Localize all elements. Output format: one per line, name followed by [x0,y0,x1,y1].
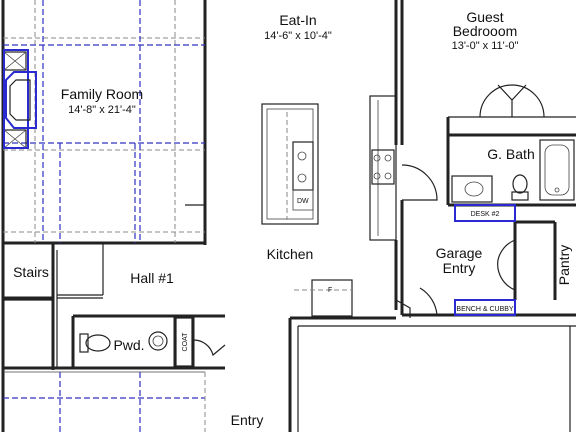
stairs [3,250,103,368]
hall-name: Hall #1 [130,270,174,286]
guest-bedroom-dims: 13'-0" x 11'-0" [452,40,519,52]
kitchen-name: Kitchen [267,246,314,262]
powder-fixtures [79,317,193,367]
entry-name: Entry [231,412,264,428]
fridge-label: F [328,287,332,294]
range-counter [369,95,397,241]
eat-in-dims: 14'-6" x 10'-4" [264,30,332,42]
stairs-name: Stairs [13,264,49,280]
doors [192,84,545,357]
bath-fixtures [451,139,575,203]
bench-label: BENCH & CUBBY [456,306,514,313]
garage-entry-name-1: Garage [436,245,483,261]
built-ins [454,204,516,316]
room-labels: Eat-In 14'-6" x 10'-4" Guest Bedrooom 13… [13,9,572,428]
fridge: F [294,279,353,317]
eat-in-name: Eat-In [279,12,316,28]
desk-label: DESK #2 [471,211,500,218]
dishwasher-label: DW [297,198,309,205]
kitchen-island: DW [261,103,319,225]
guest-bedroom-name-2: Bedrooom [453,23,518,39]
g-bath-name: G. Bath [487,146,534,162]
pantry-name: Pantry [556,245,572,285]
family-room-name: Family Room [61,86,143,102]
coat-label: COAT [182,332,189,352]
garage-entry-name-2: Entry [443,260,476,276]
fireplace [3,49,37,149]
family-room-dims: 14'-8" x 21'-4" [68,104,136,116]
guest-bedroom-name-1: Guest [466,9,503,25]
powder-name: Pwd. [113,337,144,353]
